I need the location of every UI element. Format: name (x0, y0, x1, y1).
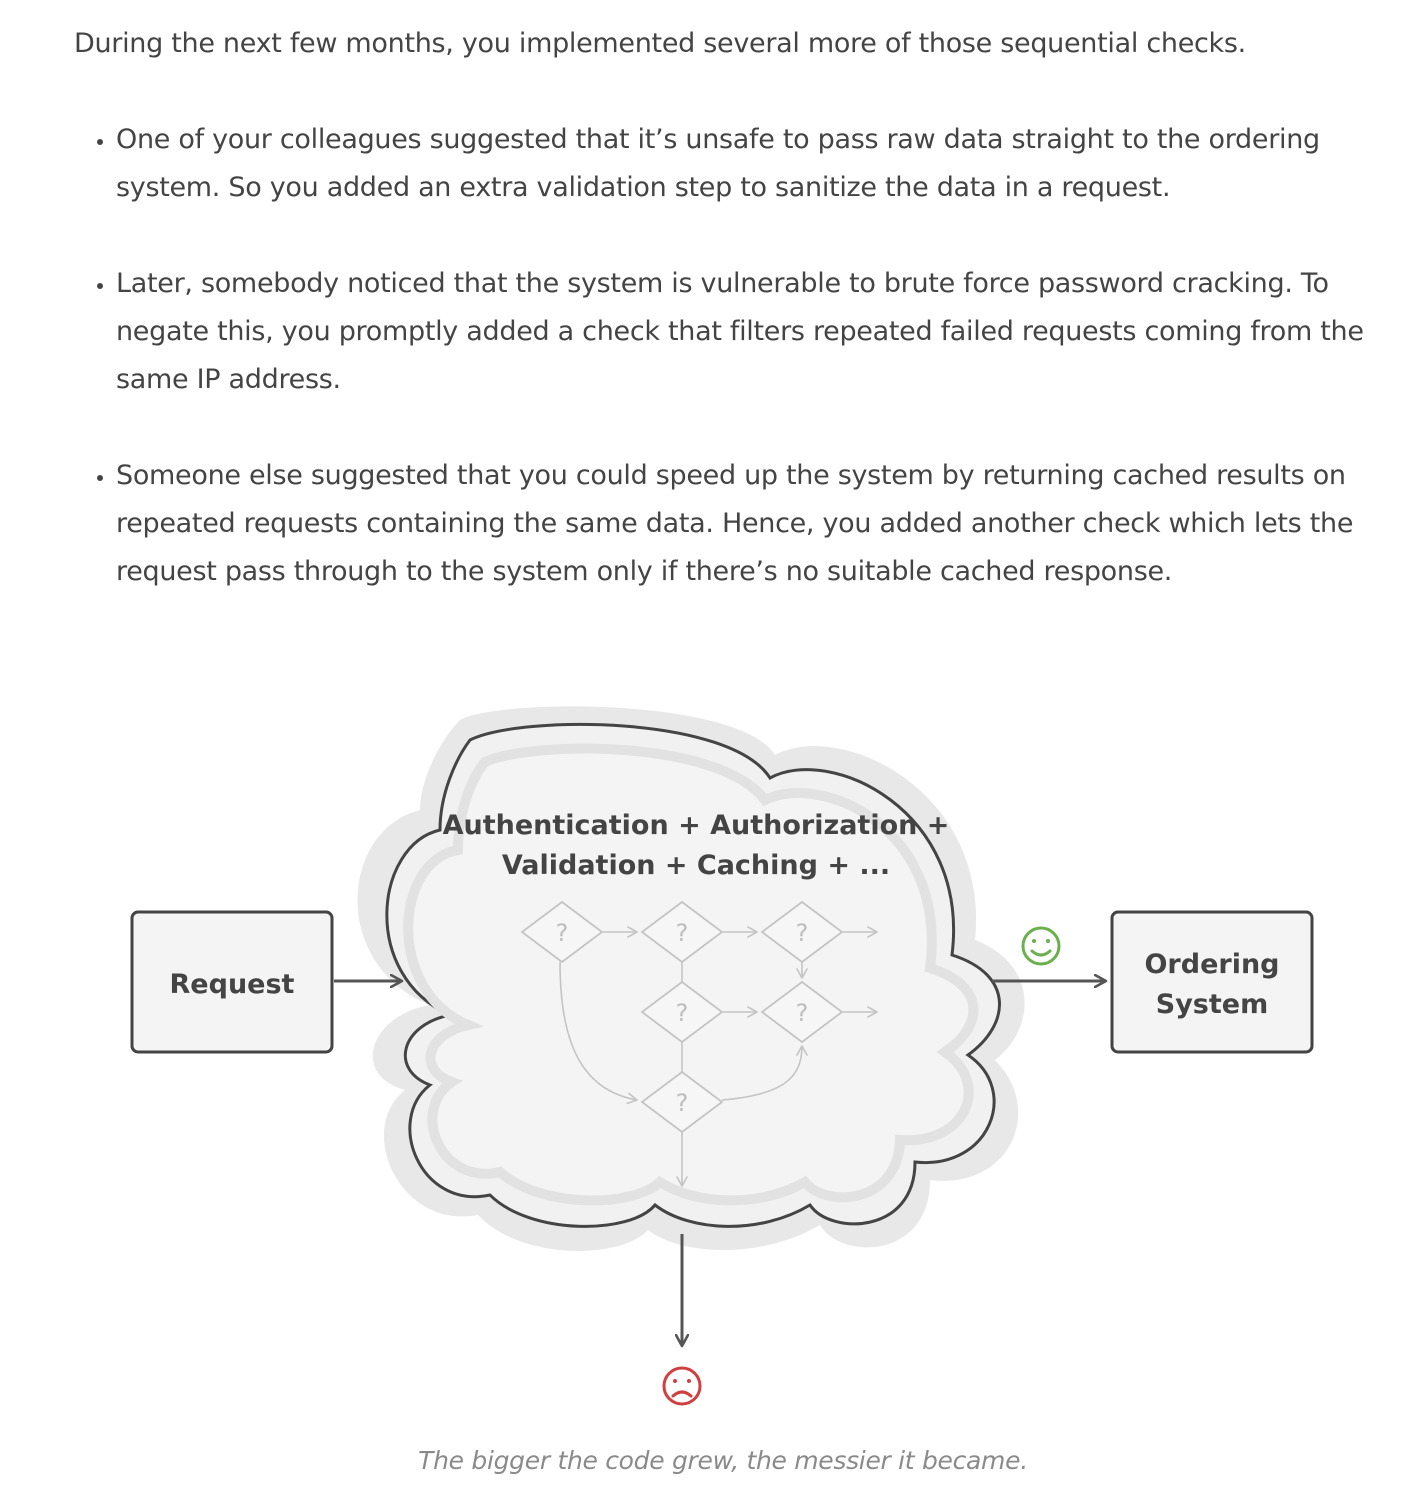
decision-nodes (520, 900, 844, 1134)
internal-flowchart (559, 926, 878, 1187)
decision-mark: ? (796, 919, 809, 947)
ordering-system-box (1110, 910, 1314, 1054)
request-box (130, 910, 334, 1054)
list-item: Later, somebody noticed that the system … (116, 260, 1402, 404)
frowny-icon (662, 1366, 702, 1406)
cloud-title-line-1: Authentication + Authorization + (443, 810, 950, 841)
intro-paragraph: During the next few months, you implemen… (74, 28, 1246, 59)
decision-mark: ? (676, 1089, 689, 1117)
list-item: Someone else suggested that you could sp… (116, 452, 1402, 596)
decision-diamond (640, 980, 724, 1044)
list-item: One of your colleagues suggested that it… (116, 116, 1402, 212)
decision-mark: ? (556, 919, 569, 947)
decision-mark: ? (676, 999, 689, 1027)
cloud-inner-shade (403, 743, 979, 1206)
cloud-title-line-2: Validation + Caching + ... (502, 850, 890, 881)
request-flow-diagram: Authentication + Authorization + Validat… (130, 706, 1314, 1406)
ordering-label-line-2: System (1156, 989, 1268, 1020)
checks-list: One of your colleagues suggested that it… (74, 116, 1402, 644)
decision-diamond (640, 900, 724, 964)
smiley-icon (1021, 926, 1061, 966)
decision-diamond (760, 980, 844, 1044)
decision-diamond (520, 900, 604, 964)
decision-mark: ? (676, 919, 689, 947)
request-label: Request (170, 969, 295, 1000)
decision-diamond (640, 1070, 724, 1134)
decision-diamond (760, 900, 844, 964)
decision-marks: ? ? ? ? ? ? (556, 919, 809, 1117)
figure-caption: The bigger the code grew, the messier it… (418, 1446, 1028, 1475)
decision-mark: ? (796, 999, 809, 1027)
ordering-label-line-1: Ordering (1144, 949, 1279, 980)
